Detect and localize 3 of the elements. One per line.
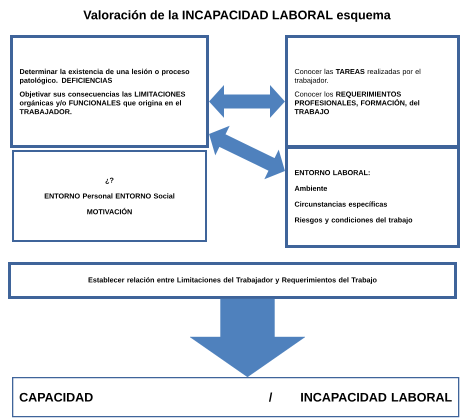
text-box: CAPACIDAD / INCAPACIDAD LABORAL (12, 377, 460, 418)
block-arrow (190, 298, 306, 378)
title: Valoración de la INCAPACIDAD LABORAL esquema (83, 10, 391, 22)
